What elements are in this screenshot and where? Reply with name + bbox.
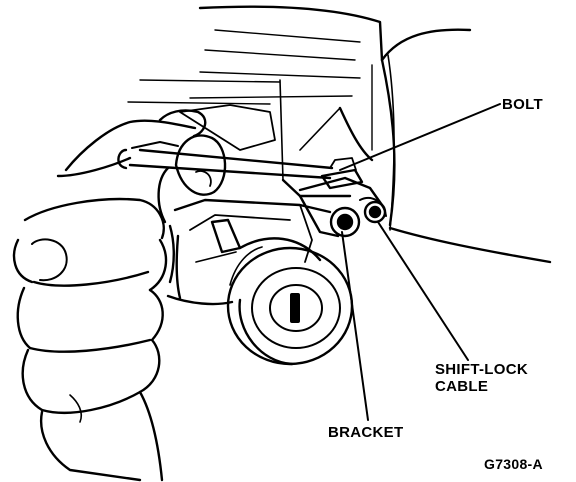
bolt-label: BOLT bbox=[502, 96, 543, 113]
column-shroud bbox=[166, 198, 332, 306]
ignition-lock-cylinder bbox=[226, 237, 354, 366]
bracket-label: BRACKET bbox=[328, 424, 404, 441]
bracket-assembly bbox=[298, 157, 387, 238]
leader-lines bbox=[339, 103, 501, 421]
shift-lock-leader-line bbox=[377, 221, 469, 361]
shift-lock-label-line1: SHIFT-LOCK bbox=[435, 361, 528, 378]
right-hand bbox=[12, 197, 168, 482]
left-hand bbox=[56, 109, 227, 284]
wrench-tool bbox=[117, 141, 334, 180]
shift-lock-label-line2: CABLE bbox=[435, 378, 489, 395]
bolt-leader-line bbox=[339, 103, 501, 171]
bracket-leader-line bbox=[341, 231, 369, 421]
figure-id: G7308-A bbox=[484, 456, 543, 472]
shift-lock-cable-label: SHIFT-LOCK CABLE bbox=[435, 361, 528, 395]
